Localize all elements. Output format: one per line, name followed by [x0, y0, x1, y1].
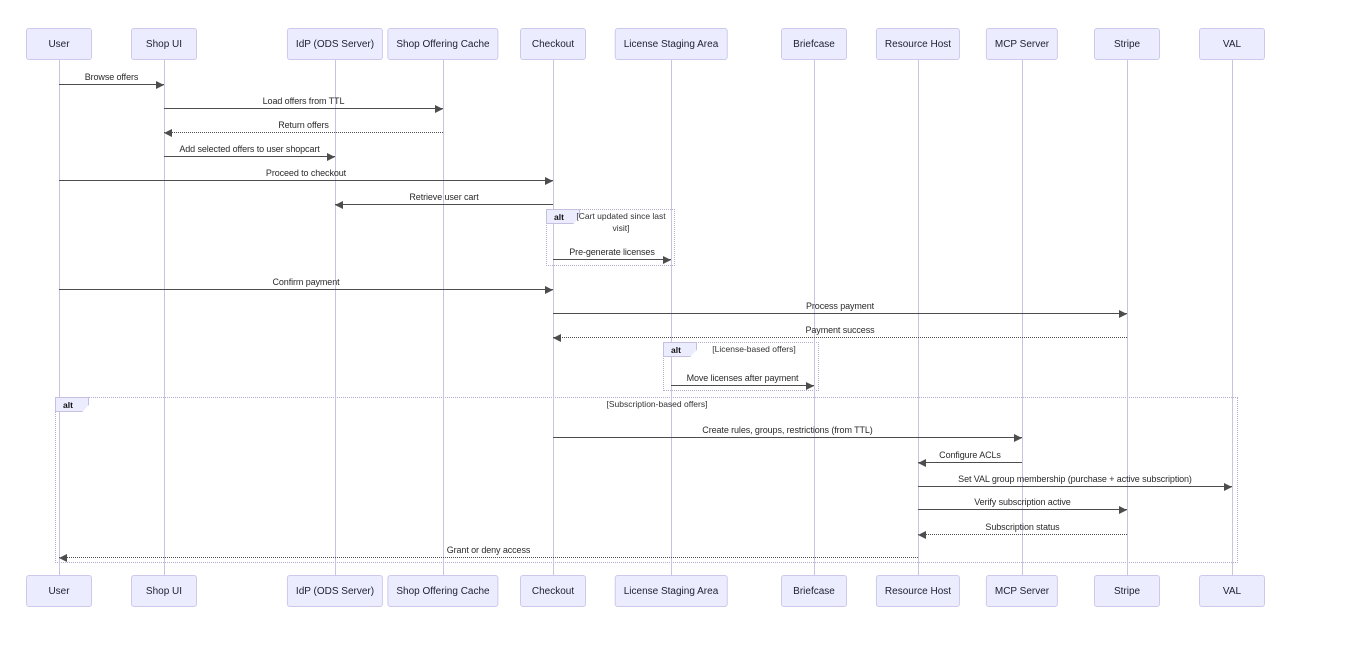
message-label: Payment success [805, 325, 875, 335]
message-label: Set VAL group membership (purchase + act… [958, 474, 1192, 484]
arrowhead-icon [335, 200, 343, 209]
participant-cache-bottom: Shop Offering Cache [387, 575, 499, 607]
arrowhead-icon [156, 80, 164, 89]
lifeline-briefcase [813, 60, 815, 575]
participant-checkout-bottom: Checkout [520, 575, 586, 607]
arrowhead-icon [545, 285, 553, 294]
lifeline-user [58, 60, 60, 575]
participant-shop_ui-top: Shop UI [131, 28, 197, 60]
lifeline-checkout [552, 60, 554, 575]
alt-frame-condition: [Subscription-based offers] [606, 399, 708, 409]
arrowhead-icon [553, 333, 561, 342]
lifeline-cache [442, 60, 444, 575]
participant-stripe-top: Stripe [1094, 28, 1160, 60]
message-line [335, 204, 553, 205]
participant-user-bottom: User [26, 575, 92, 607]
arrowhead-icon [1119, 309, 1127, 318]
message-label: Proceed to checkout [265, 168, 347, 178]
participant-cache-top: Shop Offering Cache [387, 28, 499, 60]
message-label: Return offers [278, 120, 329, 130]
participant-briefcase-top: Briefcase [781, 28, 847, 60]
alt-frame [546, 209, 675, 266]
message-line [553, 259, 671, 260]
message-label: Create rules, groups, restrictions (from… [702, 425, 873, 435]
arrowhead-icon [545, 176, 553, 185]
lifeline-idp [334, 60, 336, 575]
lifeline-val [1231, 60, 1233, 575]
arrowhead-icon [164, 128, 172, 137]
message-line [164, 156, 335, 157]
participant-briefcase-bottom: Briefcase [781, 575, 847, 607]
lifeline-staging [670, 60, 672, 575]
message-line [918, 509, 1127, 510]
participant-idp-bottom: IdP (ODS Server) [286, 575, 384, 607]
arrowhead-icon [1014, 433, 1022, 442]
message-line [59, 84, 164, 85]
message-line [164, 108, 443, 109]
arrowhead-icon [435, 104, 443, 113]
arrowhead-icon [663, 255, 671, 264]
lifeline-resource [917, 60, 919, 575]
message-line [59, 557, 918, 558]
participant-staging-bottom: License Staging Area [614, 575, 728, 607]
participant-val-top: VAL [1199, 28, 1265, 60]
message-label: Move licenses after payment [686, 373, 799, 383]
lifeline-shop_ui [163, 60, 165, 575]
alt-frame-label: alt [546, 209, 580, 224]
message-line [918, 534, 1127, 535]
participant-stripe-bottom: Stripe [1094, 575, 1160, 607]
participant-staging-top: License Staging Area [614, 28, 728, 60]
arrowhead-icon [918, 458, 926, 467]
message-label: Retrieve user cart [409, 192, 479, 202]
arrowhead-icon [59, 553, 67, 562]
alt-frame [55, 397, 1238, 563]
participant-val-bottom: VAL [1199, 575, 1265, 607]
arrowhead-icon [806, 381, 814, 390]
message-label: Configure ACLs [939, 450, 1001, 460]
message-line [918, 462, 1022, 463]
participant-user-top: User [26, 28, 92, 60]
alt-frame [663, 342, 819, 391]
arrowhead-icon [1224, 482, 1232, 491]
message-line [918, 486, 1232, 487]
message-label: Subscription status [985, 522, 1060, 532]
alt-frame-condition: [License-based offers] [712, 344, 796, 354]
participant-shop_ui-bottom: Shop UI [131, 575, 197, 607]
participant-mcp-bottom: MCP Server [985, 575, 1059, 607]
message-label: Confirm payment [272, 277, 340, 287]
message-line [164, 132, 443, 133]
message-label: Load offers from TTL [262, 96, 345, 106]
lifeline-mcp [1021, 60, 1023, 575]
message-line [59, 289, 553, 290]
message-label: Verify subscription active [974, 497, 1071, 507]
message-label: Process payment [805, 301, 875, 311]
participant-checkout-top: Checkout [520, 28, 586, 60]
lifeline-stripe [1126, 60, 1128, 575]
arrowhead-icon [918, 530, 926, 539]
arrowhead-icon [1119, 505, 1127, 514]
participant-resource-top: Resource Host [875, 28, 961, 60]
participant-idp-top: IdP (ODS Server) [286, 28, 384, 60]
message-label: Pre-generate licenses [569, 247, 655, 257]
message-line [553, 313, 1127, 314]
alt-frame-label: alt [55, 397, 89, 412]
participant-resource-bottom: Resource Host [875, 575, 961, 607]
message-label: Browse offers [84, 72, 139, 82]
message-line [553, 337, 1127, 338]
message-line [553, 437, 1022, 438]
message-line [671, 385, 814, 386]
message-label: Add selected offers to user shopcart [179, 144, 320, 154]
message-line [59, 180, 553, 181]
arrowhead-icon [327, 152, 335, 161]
participant-mcp-top: MCP Server [985, 28, 1059, 60]
alt-frame-label: alt [663, 342, 697, 357]
message-label: Grant or deny access [446, 545, 531, 555]
